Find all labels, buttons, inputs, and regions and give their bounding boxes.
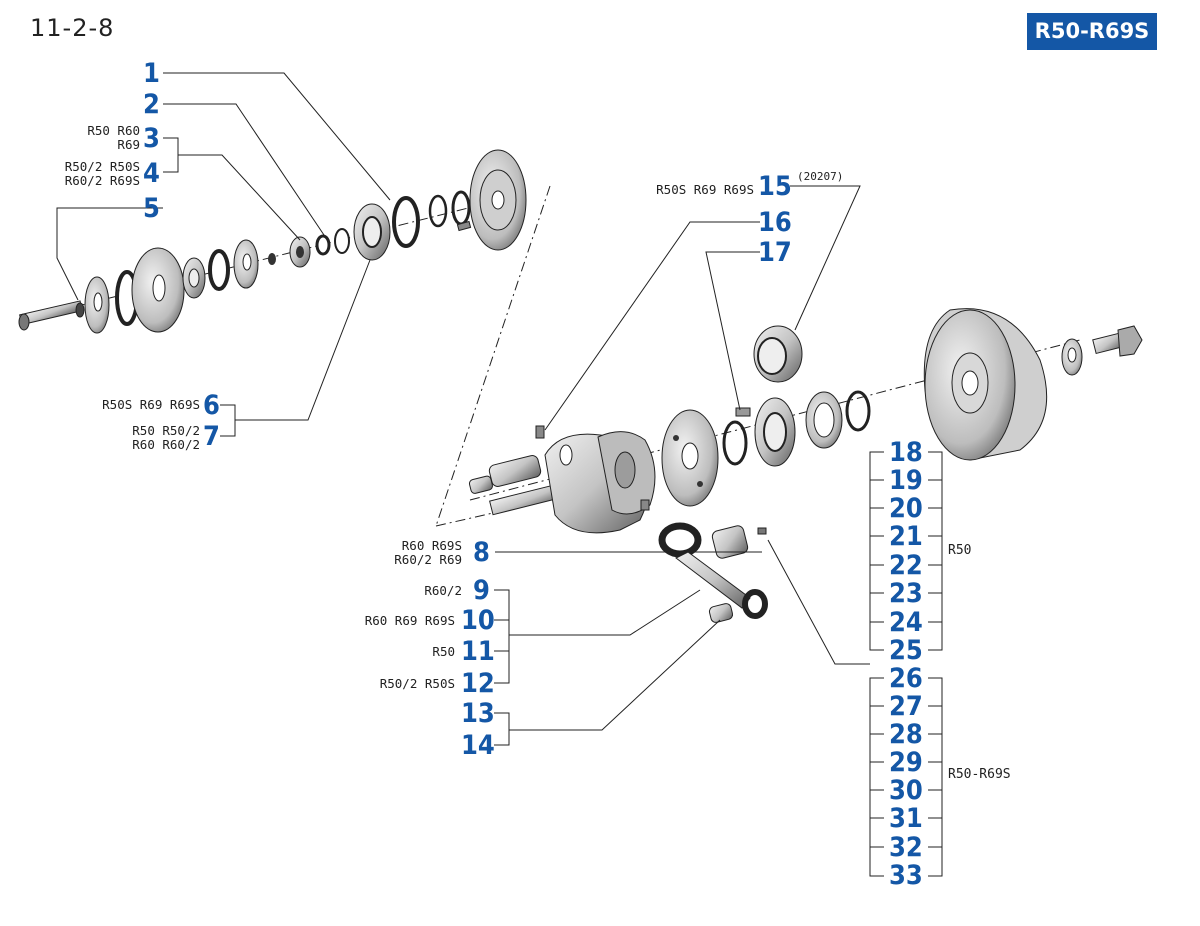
callout-26: 26 (889, 663, 923, 694)
callout-10: 10 (461, 605, 495, 636)
group-label-18-25: R50 (948, 543, 972, 558)
note-15: (20207) (797, 170, 844, 183)
page-code: 11-2-8 (30, 14, 115, 42)
models-10: R60 R69 R69S (364, 613, 455, 628)
models-11: R50 (432, 644, 455, 659)
models-7: R50 R50/2 R60 R60/2 (132, 423, 200, 452)
callout-1: 1 (143, 58, 160, 89)
callout-33: 33 (889, 860, 923, 891)
callout-22: 22 (889, 550, 923, 581)
callout-29: 29 (889, 747, 923, 778)
callout-17: 17 (758, 237, 792, 268)
callout-6: 6 (203, 390, 220, 421)
callout-23: 23 (889, 578, 923, 609)
callout-19: 19 (889, 465, 923, 496)
callout-24: 24 (889, 607, 923, 638)
callout-32: 32 (889, 832, 923, 863)
callout-20: 20 (889, 493, 923, 524)
callout-14: 14 (461, 730, 495, 761)
callout-3: 3 (143, 123, 160, 154)
models-8: R60 R69S R60/2 R69 (394, 538, 462, 567)
models-9: R60/2 (424, 583, 462, 598)
left-assembly (18, 149, 527, 334)
callout-31: 31 (889, 803, 923, 834)
model-badge: R50-R69S (1027, 13, 1157, 50)
callout-5: 5 (143, 193, 160, 224)
callout-8: 8 (473, 537, 490, 568)
callout-25: 25 (889, 635, 923, 666)
callout-11: 11 (461, 636, 495, 667)
callout-28: 28 (889, 719, 923, 750)
models-6: R50S R69 R69S (102, 397, 200, 412)
callout-2: 2 (143, 89, 160, 120)
callout-4: 4 (143, 158, 160, 189)
callout-13: 13 (461, 698, 495, 729)
group-label-26-33: R50-R69S (948, 767, 1011, 782)
callout-30: 30 (889, 775, 923, 806)
callout-27: 27 (889, 691, 923, 722)
models-4: R50/2 R50S R60/2 R69S (64, 159, 140, 188)
models-12: R50/2 R50S (379, 676, 455, 691)
leader-lines (56, 72, 943, 877)
models-15: R50S R69 R69S (656, 182, 754, 197)
callout-7: 7 (203, 421, 220, 452)
callout-21: 21 (889, 521, 923, 552)
callout-15: 15 (758, 171, 792, 202)
bolt-part-5 (18, 300, 85, 331)
crankshaft-assembly (468, 308, 1143, 623)
models-3: R50 R60 R69 (87, 123, 140, 152)
callout-9: 9 (473, 575, 490, 606)
callout-12: 12 (461, 668, 495, 699)
callout-16: 16 (758, 207, 792, 238)
callout-18: 18 (889, 437, 923, 468)
